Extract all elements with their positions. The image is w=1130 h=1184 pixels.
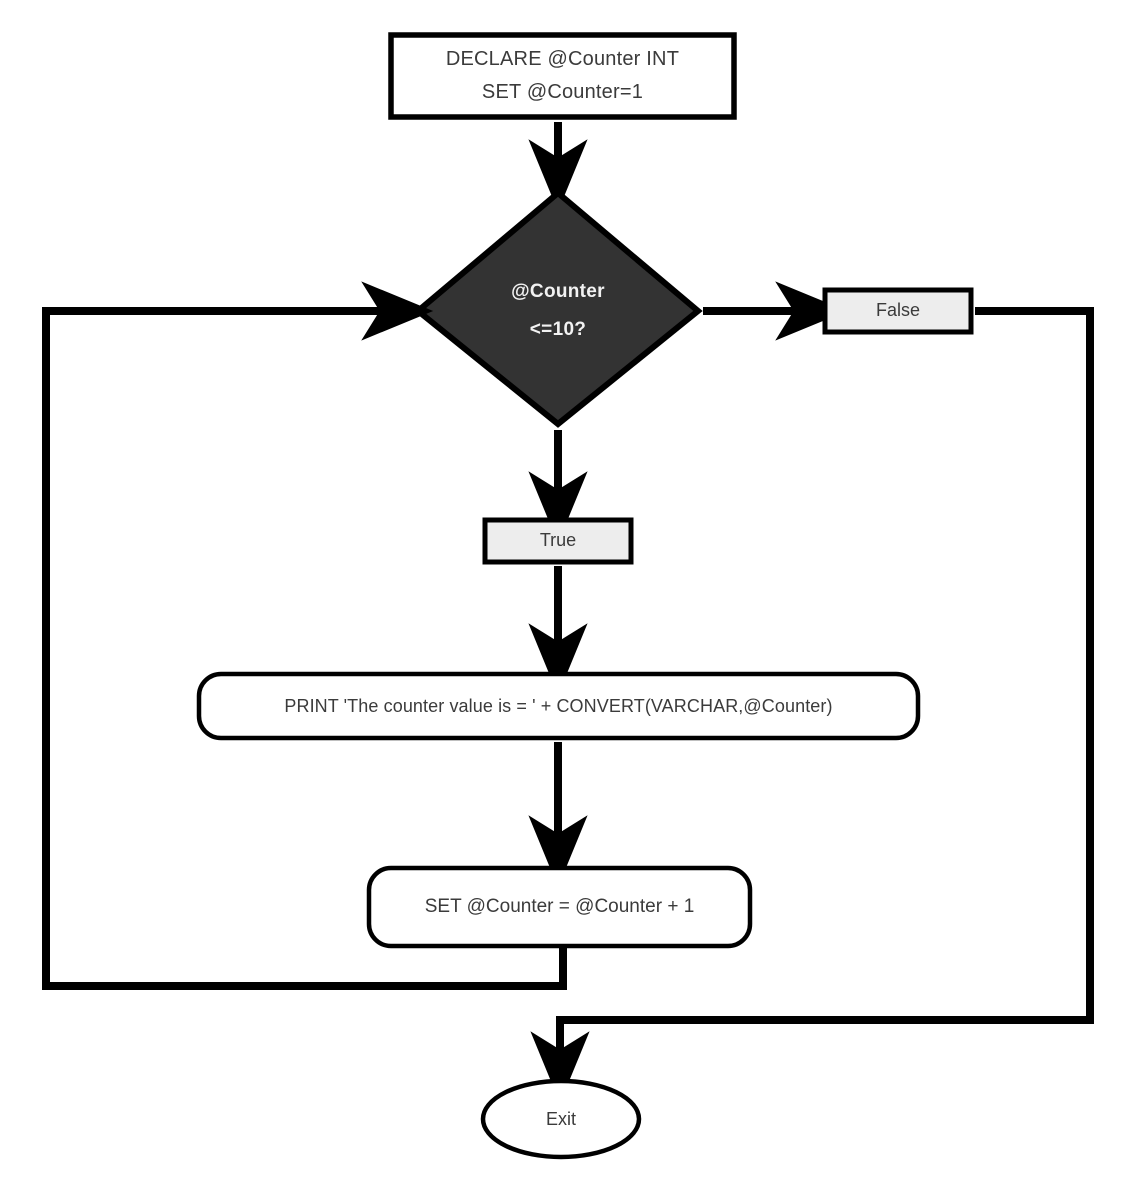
true-label-shape	[482, 517, 634, 565]
false-label-shape	[822, 287, 974, 335]
print-node-shape	[196, 671, 921, 741]
edge-loopback-path	[42, 281, 567, 990]
exit-node-shape	[480, 1078, 642, 1160]
increment-node-shape	[366, 865, 753, 949]
edge-false-to-exit-path	[530, 307, 1094, 1104]
start-node-shape	[388, 32, 737, 120]
decision-node-shape	[413, 189, 703, 428]
